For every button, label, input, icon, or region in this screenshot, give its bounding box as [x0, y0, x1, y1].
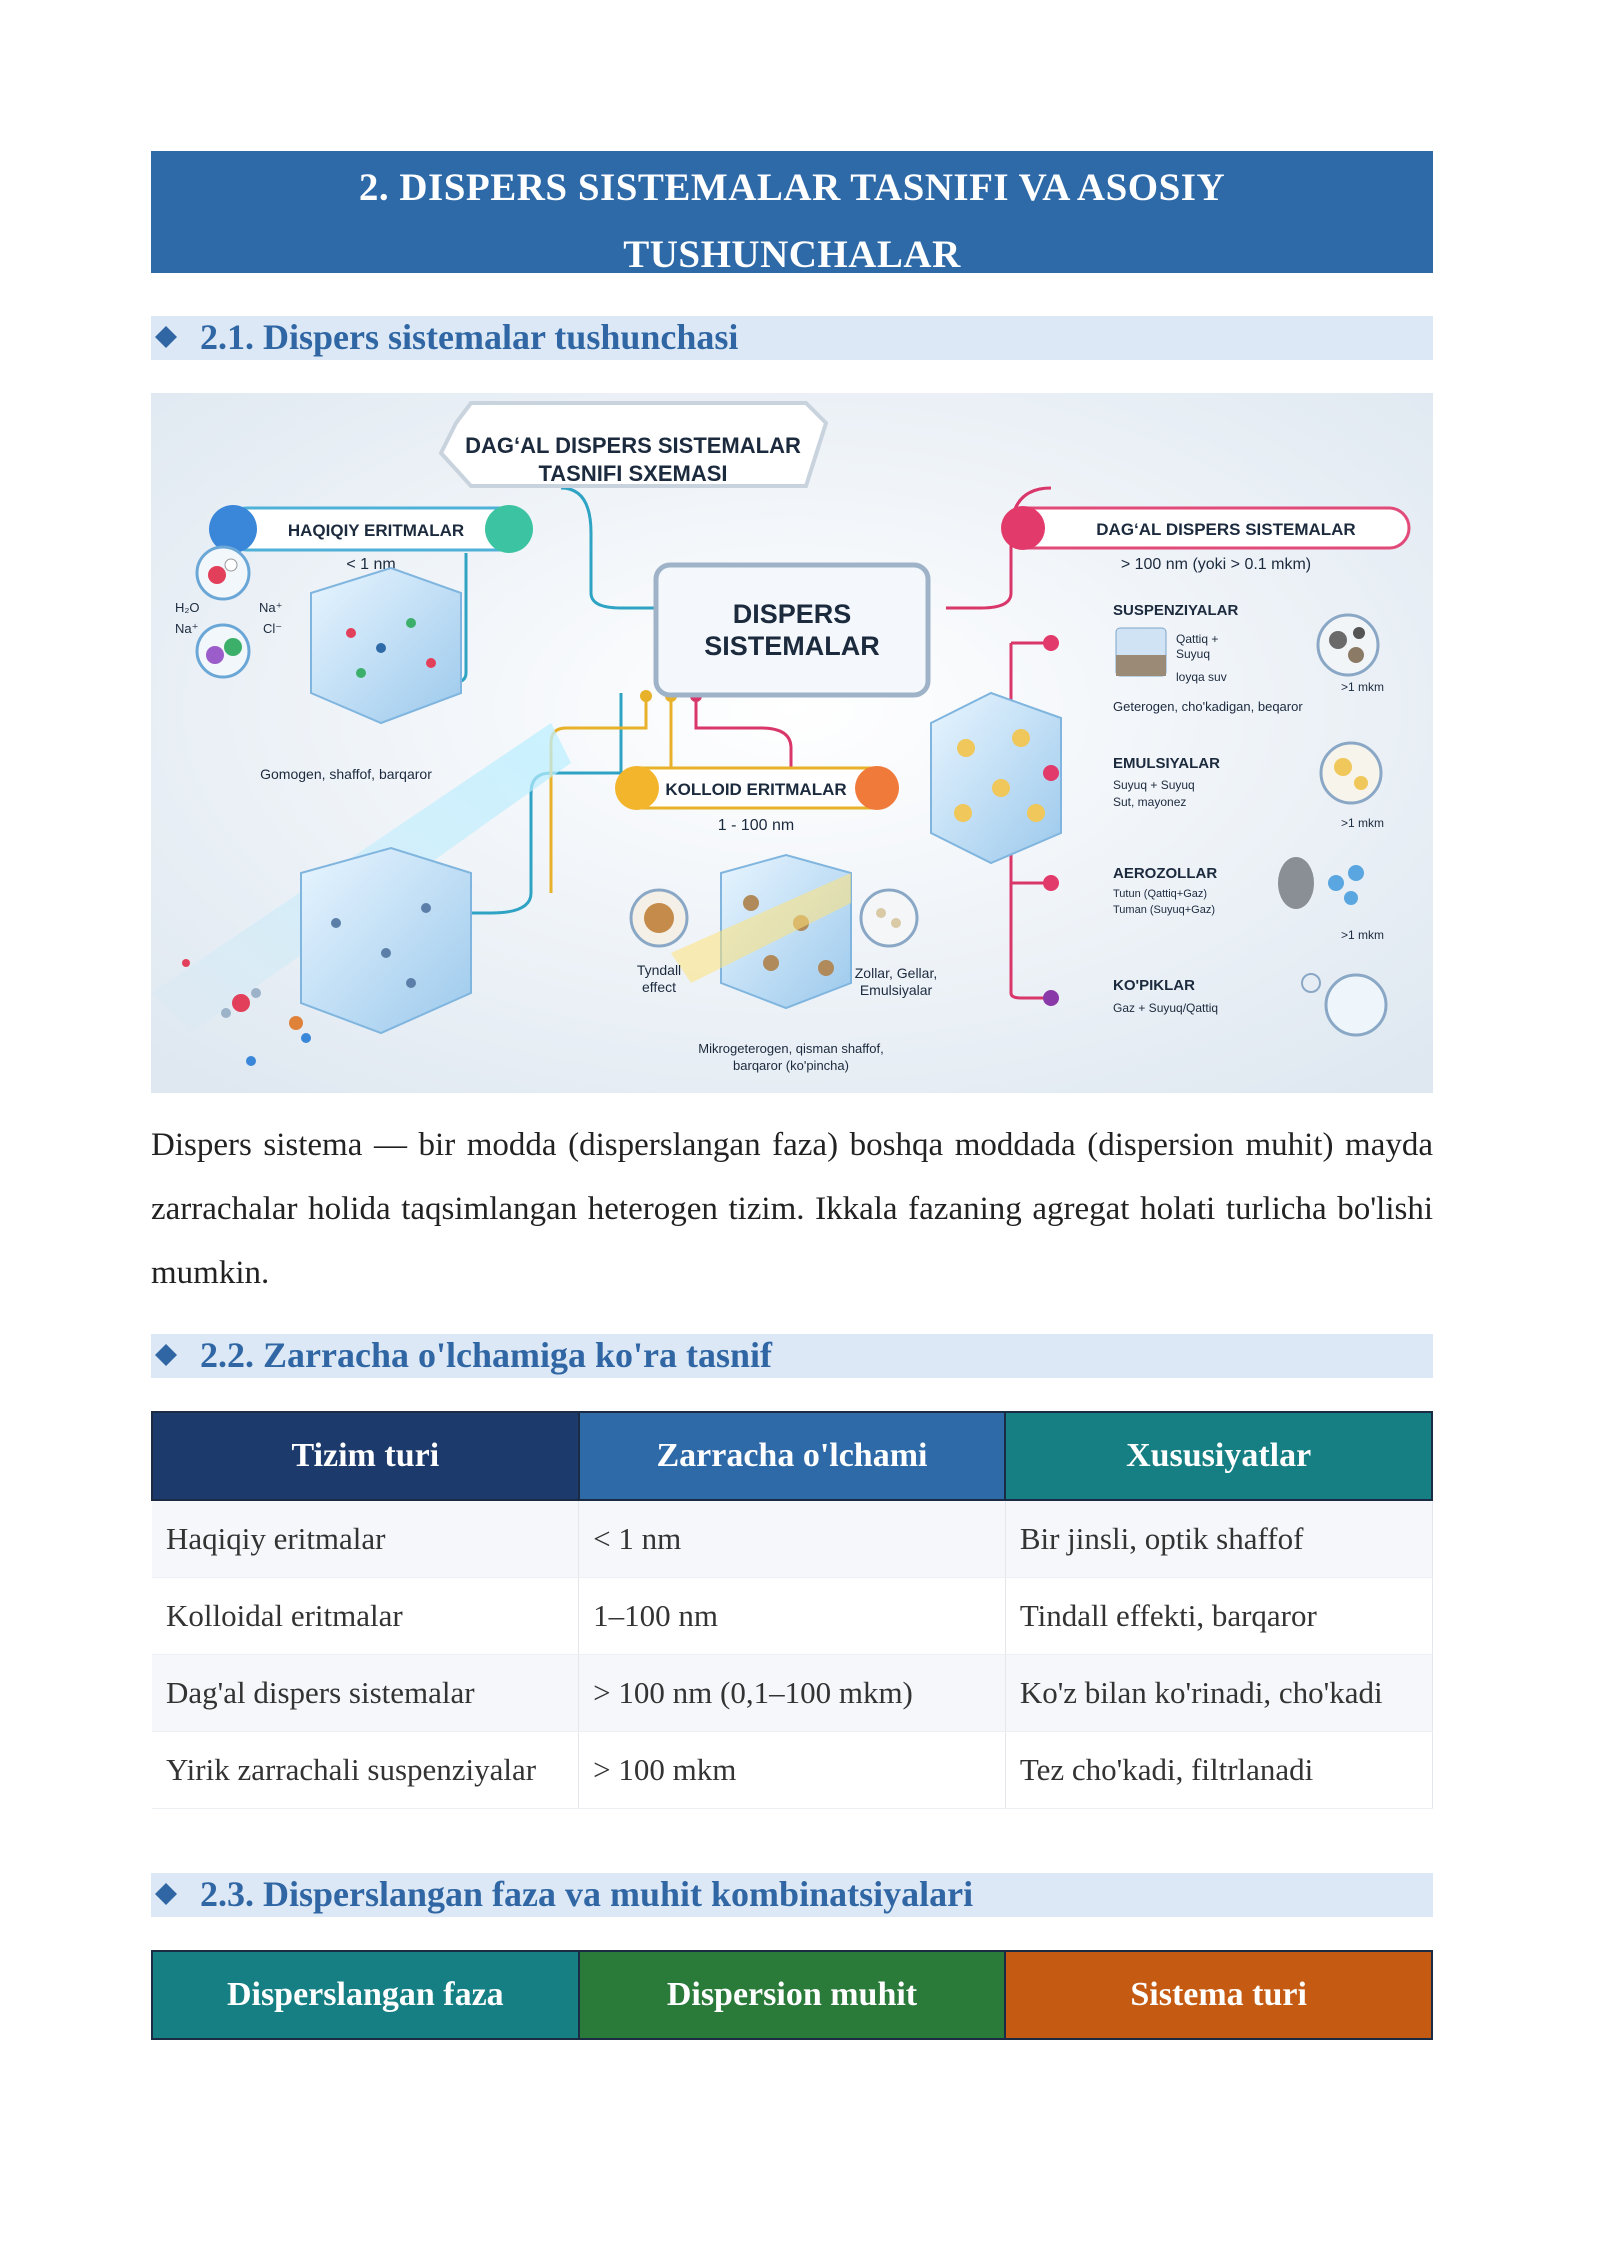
table-cell: Tez cho'kadi, filtrlanadi	[1005, 1731, 1433, 1809]
aerosols-scale: >1 mkm	[1341, 928, 1384, 942]
tyndall-line2: effect	[642, 979, 676, 995]
colloid-size: 1 - 100 nm	[718, 817, 794, 834]
suspensions-item: SUSPENZIYALAR Qattiq + Suyuq loyqa suv >…	[1113, 602, 1384, 714]
section-heading-2-3: 2.3. Disperslangan faza va muhit kombina…	[151, 1873, 1433, 1917]
diagram-svg: DAG‘AL DISPERS SISTEMALAR TASNIFI SXEMAS…	[151, 393, 1433, 1093]
flask-icon	[485, 505, 533, 553]
flask-icon	[855, 766, 899, 810]
table-row: Kolloidal eritmalar 1–100 nm Tindall eff…	[152, 1577, 1433, 1655]
suspensions-sub2: Suyuq	[1176, 647, 1210, 661]
virus-icon	[1001, 506, 1045, 550]
center-node: DISPERS SISTEMALAR	[653, 562, 931, 698]
smoke-icon	[1278, 857, 1314, 909]
suspensions-sub1: Qattiq +	[1176, 632, 1218, 646]
table-cell: Bir jinsli, optik shaffof	[1005, 1500, 1433, 1578]
true-solutions-title: HAQIQIY ERITMALAR	[288, 521, 464, 540]
emulsions-title: EMULSIYALAR	[1113, 755, 1220, 772]
chapter-title-line2: TUSHUNCHALAR	[623, 233, 961, 276]
classification-diagram: DAG‘AL DISPERS SISTEMALAR TASNIFI SXEMAS…	[151, 393, 1433, 1093]
table-header-row: Tizim turi Zarracha o'lchami Xususiyatla…	[151, 1411, 1433, 1501]
table-cell: Haqiqiy eritmalar	[152, 1500, 580, 1578]
table-cell: > 100 nm (0,1–100 mkm)	[578, 1654, 1006, 1732]
coarse-size: > 100 nm (yoki > 0.1 mkm)	[1121, 556, 1311, 573]
coarse-dispersions-node: DAG‘AL DISPERS SISTEMALAR > 100 nm (yoki…	[930, 506, 1411, 1006]
ion-na-2: Na⁺	[175, 621, 198, 636]
table-cell: 1–100 nm	[578, 1577, 1006, 1655]
molecule-icon	[209, 505, 257, 553]
ion-na-1: Na⁺	[259, 600, 282, 615]
diagram-main-title: DAG‘AL DISPERS SISTEMALAR TASNIFI SXEMAS…	[438, 401, 829, 488]
particle-size-table: Tizim turi Zarracha o'lchami Xususiyatla…	[151, 1411, 1433, 1809]
diagram-title-line2: TASNIFI SXEMASI	[538, 461, 727, 486]
emulsions-sub2: Sut, mayonez	[1113, 795, 1186, 809]
bubbles-icon	[1324, 973, 1388, 1037]
column-header: Disperslangan faza	[151, 1950, 580, 2040]
aerosols-sub2: Tuman (Suyuq+Gaz)	[1113, 904, 1215, 916]
table-cell: < 1 nm	[578, 1500, 1006, 1578]
center-line1: DISPERS	[733, 599, 852, 629]
definition-paragraph: Dispers sistema — bir modda (disperslang…	[151, 1127, 1433, 1291]
table-row: Haqiqiy eritmalar < 1 nm Bir jinsli, opt…	[152, 1500, 1433, 1578]
column-header: Tizim turi	[151, 1411, 580, 1501]
diamond-icon	[155, 1883, 177, 1905]
aerosols-title: AEROZOLLAR	[1113, 865, 1217, 882]
foams-item: KO'PIKLAR Gaz + Suyuq/Qattiq	[1113, 973, 1388, 1037]
foams-sub1: Gaz + Suyuq/Qattiq	[1113, 1001, 1218, 1015]
colloid-title: KOLLOID ERITMALAR	[665, 780, 846, 799]
section-heading-2-2: 2.2. Zarracha o'lchamiga ko'ra tasnif	[151, 1334, 1433, 1378]
table-header-row: Disperslangan faza Dispersion muhit Sist…	[151, 1950, 1433, 2040]
suspensions-title: SUSPENZIYALAR	[1113, 602, 1238, 619]
section-title: 2.2. Zarracha o'lchamiga ko'ra tasnif	[200, 1335, 772, 1375]
column-header: Dispersion muhit	[577, 1950, 1007, 2040]
sun-icon	[615, 766, 659, 810]
phase-medium-table: Disperslangan faza Dispersion muhit Sist…	[151, 1950, 1433, 2040]
table-cell: Ko'z bilan ko'rinadi, cho'kadi	[1005, 1654, 1433, 1732]
table-cell: Yirik zarrachali suspenziyalar	[152, 1731, 580, 1809]
diagram-title-line1: DAG‘AL DISPERS SISTEMALAR	[465, 433, 801, 458]
column-header: Zarracha o'lchami	[577, 1411, 1007, 1501]
suspensions-scale: >1 mkm	[1341, 680, 1384, 694]
table-cell: Kolloidal eritmalar	[152, 1577, 580, 1655]
emulsions-scale: >1 mkm	[1341, 816, 1384, 830]
table-row: Yirik zarrachali suspenziyalar > 100 mkm…	[152, 1731, 1433, 1809]
coarse-title: DAG‘AL DISPERS SISTEMALAR	[1096, 520, 1355, 539]
zollar-line1: Zollar, Gellar,	[855, 965, 937, 981]
table-row: Dag'al dispers sistemalar > 100 nm (0,1–…	[152, 1654, 1433, 1732]
chapter-title-line1: 2. DISPERS SISTEMALAR TASNIFI VA ASOSIY	[358, 166, 1226, 209]
emulsions-item: EMULSIYALAR Suyuq + Suyuq Sut, mayonez >…	[1113, 741, 1384, 830]
foams-title: KO'PIKLAR	[1113, 977, 1195, 994]
suspensions-note: Geterogen, cho'kadigan, beqaror	[1113, 699, 1303, 714]
droplet-icon	[1328, 875, 1344, 891]
true-solutions-node: HAQIQIY ERITMALAR < 1 nm H₂O Na⁺ Na⁺ Cl⁻…	[175, 505, 533, 782]
true-solutions-size: < 1 nm	[346, 556, 395, 573]
colloid-solutions-node: KOLLOID ERITMALAR 1 - 100 nm Tyndall eff…	[615, 766, 937, 1073]
emulsions-sub1: Suyuq + Suyuq	[1113, 778, 1195, 792]
section-title: 2.1. Dispers sistemalar tushunchasi	[200, 317, 739, 357]
section-title: 2.3. Disperslangan faza va muhit kombina…	[200, 1874, 974, 1914]
light-scattering-illustration	[151, 723, 571, 1066]
diamond-icon	[155, 1344, 177, 1366]
column-header: Xususiyatlar	[1004, 1411, 1433, 1501]
suspensions-sub3: loyqa suv	[1176, 670, 1227, 684]
colloid-note-line1: Mikrogeterogen, qisman shaffof,	[698, 1041, 883, 1056]
tyndall-line1: Tyndall	[637, 962, 681, 978]
section-heading-2-1: 2.1. Dispers sistemalar tushunchasi	[151, 316, 1433, 360]
zollar-line2: Emulsiyalar	[860, 982, 933, 998]
column-header: Sistema turi	[1004, 1950, 1433, 2040]
chapter-title: 2. DISPERS SISTEMALAR TASNIFI VA ASOSIY …	[151, 151, 1433, 276]
table-cell: Dag'al dispers sistemalar	[152, 1654, 580, 1732]
colloid-note-line2: barqaror (ko'pincha)	[733, 1058, 849, 1073]
ion-h2o: H₂O	[175, 600, 200, 615]
aerosols-item: AEROZOLLAR Tutun (Qattiq+Gaz) Tuman (Suy…	[1113, 857, 1384, 942]
table-cell: > 100 mkm	[578, 1731, 1006, 1809]
center-line2: SISTEMALAR	[704, 631, 880, 661]
aerosols-sub1: Tutun (Qattiq+Gaz)	[1113, 888, 1207, 900]
ion-cl: Cl⁻	[263, 621, 282, 636]
diamond-icon	[155, 326, 177, 348]
true-solutions-note: Gomogen, shaffof, barqaror	[260, 766, 432, 782]
table-cell: Tindall effekti, barqaror	[1005, 1577, 1433, 1655]
